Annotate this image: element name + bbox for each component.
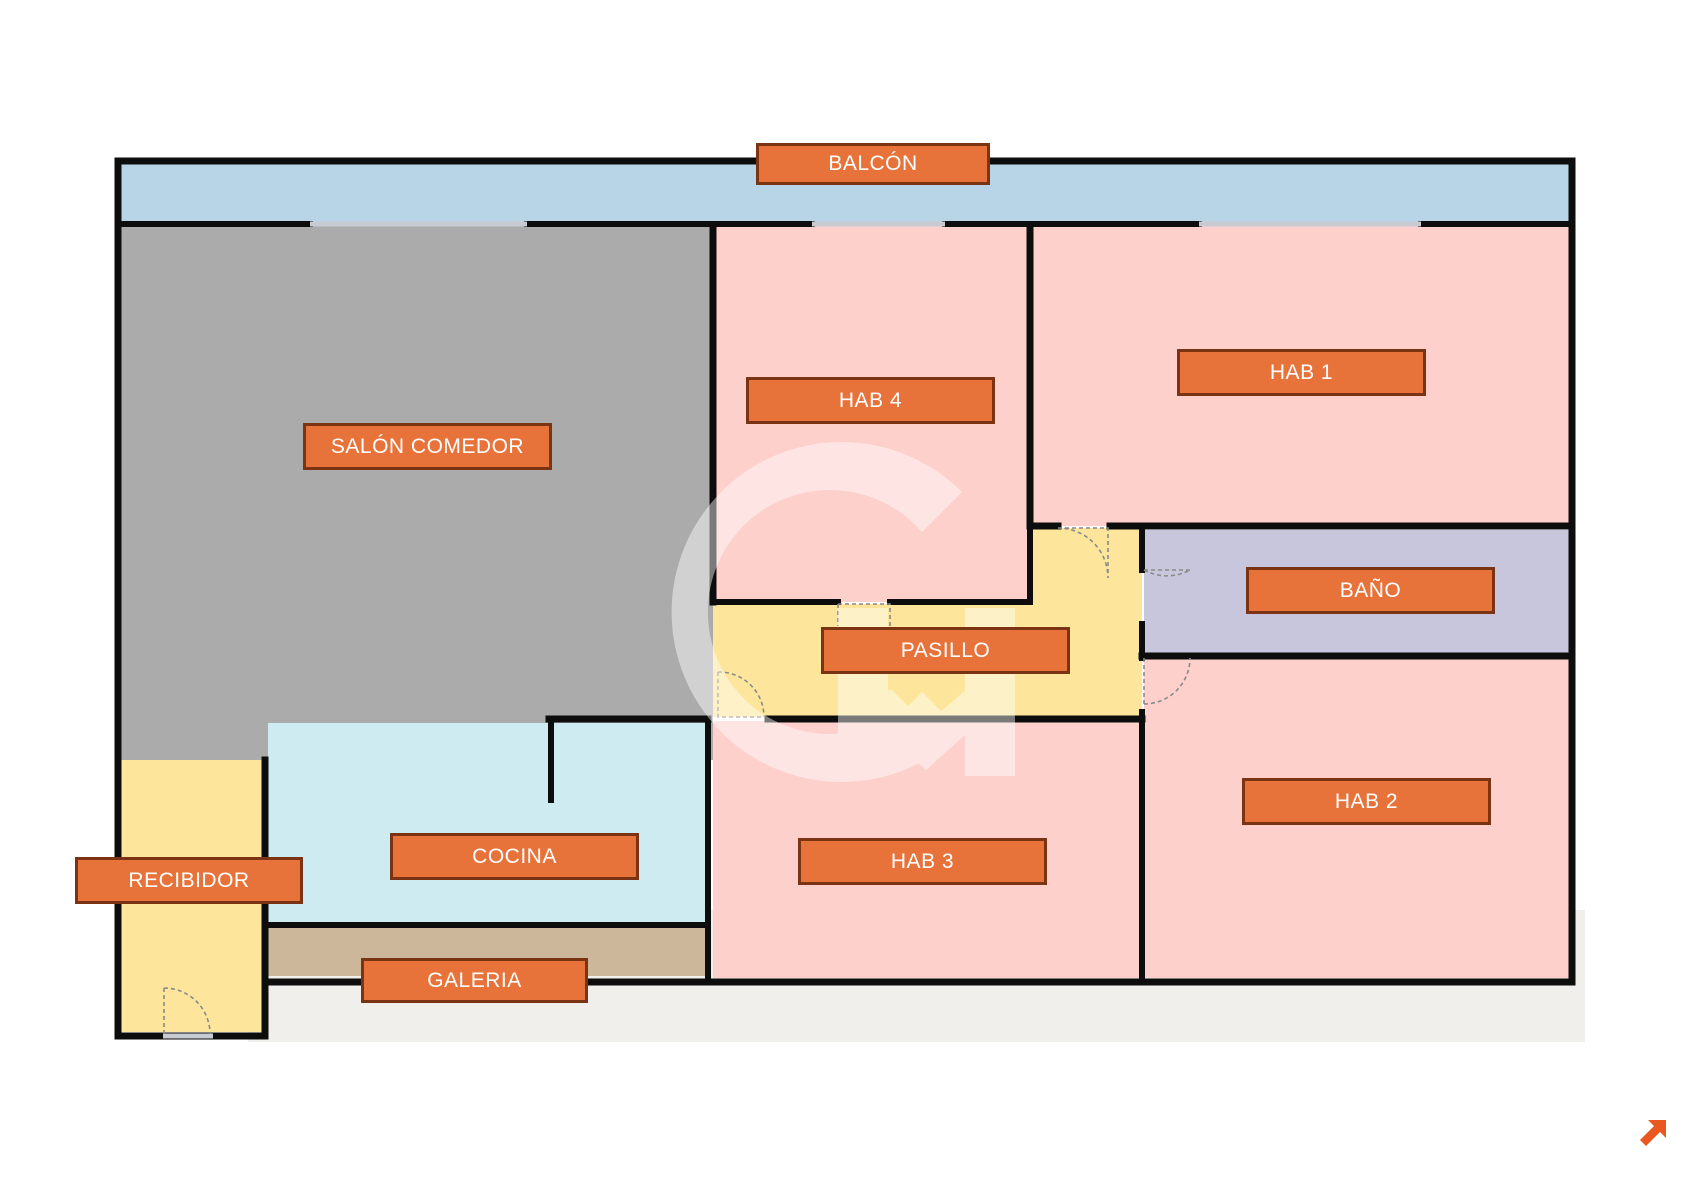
- label-cocina: COCINA: [390, 833, 639, 880]
- label-galeria: GALERIA: [361, 958, 588, 1003]
- windows: [163, 221, 1421, 1039]
- label-recibidor: RECIBIDOR: [75, 857, 303, 904]
- living-room-area: [120, 226, 713, 760]
- door-hab1: [1057, 527, 1109, 579]
- door-hab4: [837, 603, 891, 626]
- label-hab1: HAB 1: [1177, 349, 1426, 396]
- kitchen-area: [268, 723, 706, 923]
- door-hab2: [1143, 657, 1191, 705]
- label-salon-comedor: SALÓN COMEDOR: [303, 423, 552, 470]
- label-hab3: HAB 3: [798, 838, 1047, 885]
- label-bano: BAÑO: [1246, 567, 1495, 614]
- label-pasillo: PASILLO: [821, 627, 1070, 674]
- door-bathroom: [1143, 569, 1191, 577]
- label-hab2: HAB 2: [1242, 778, 1491, 825]
- label-balcon: BALCÓN: [756, 143, 990, 185]
- door-hab3: [717, 671, 765, 718]
- label-hab4: HAB 4: [746, 377, 995, 424]
- doors: [163, 527, 1191, 1035]
- arrow-up-right-icon: [1640, 1120, 1666, 1146]
- door-entrance: [163, 987, 211, 1035]
